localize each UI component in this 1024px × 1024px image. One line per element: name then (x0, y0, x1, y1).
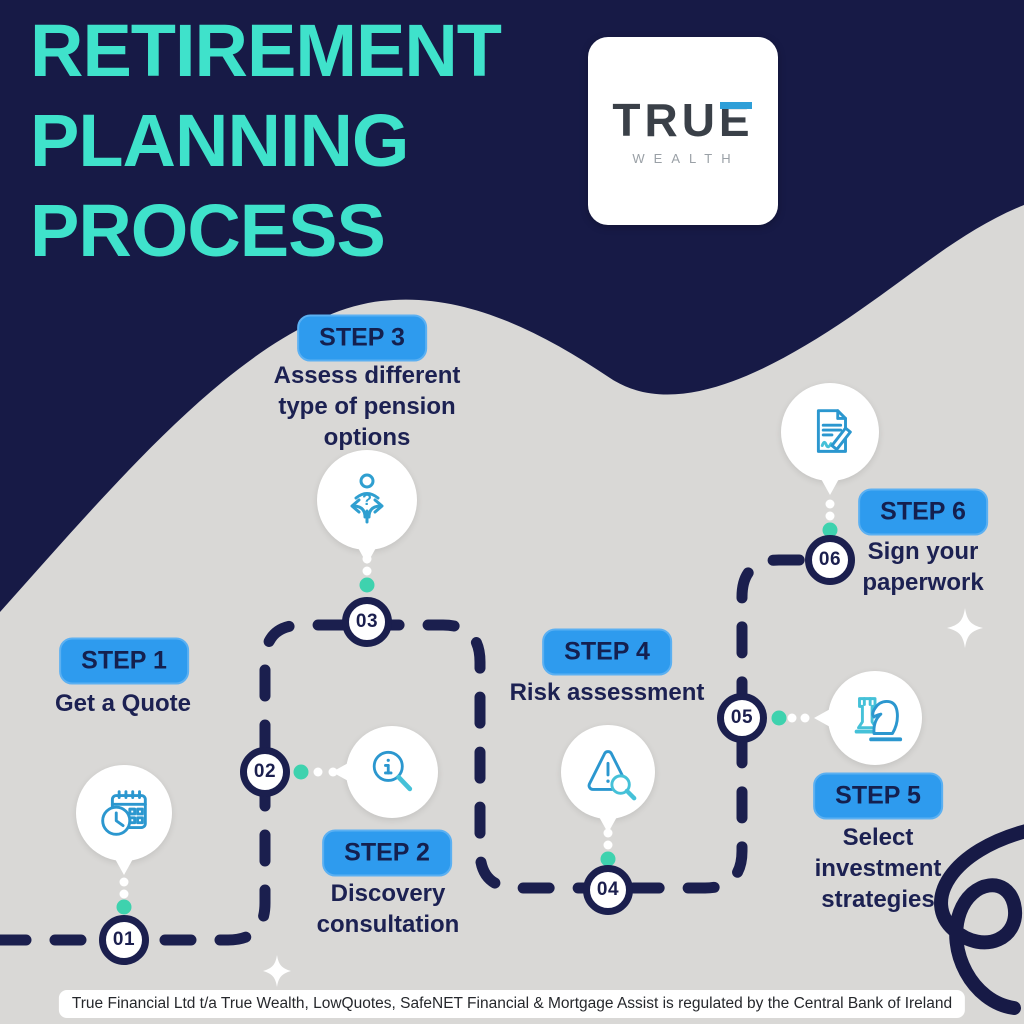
brand-logo-e-accent: E (718, 93, 754, 146)
step-1-icon-bubble (76, 765, 172, 875)
step-6-bubble-tail (820, 477, 840, 495)
step-2-icon-bubble (332, 726, 438, 818)
step-2-badge: STEP 2 (322, 829, 452, 877)
step-2-node: 02 (240, 747, 290, 797)
step-1-bubble-tail (114, 857, 134, 875)
step-3-node-number: 03 (355, 611, 379, 632)
brand-logo-tru: TRU (612, 93, 719, 146)
chess-strategy-icon (854, 697, 903, 742)
step-4-node-number: 04 (596, 879, 620, 900)
page-title-line-3: PROCESS (30, 189, 386, 272)
step-3-label: Assess different type of pension options (273, 362, 461, 451)
step-5-node: 05 (717, 693, 767, 743)
step-2-label: Discovery consultation (316, 880, 460, 938)
sparkle-icon (947, 608, 983, 648)
step-5-node-number: 05 (730, 707, 754, 728)
step-4-icon-bubble (561, 725, 655, 833)
step-1-label: Get a Quote (54, 690, 192, 717)
step-6-label: Sign your paperwork (862, 538, 984, 596)
step-6-icon-bubble (781, 383, 879, 495)
step-6-badge: STEP 6 (858, 488, 988, 536)
step-4-bubble-tail (598, 815, 618, 833)
step-3-icon-bubble: ? (317, 450, 417, 564)
step-3-node: 03 (342, 597, 392, 647)
page-title-line-1: RETIREMENT (30, 9, 502, 92)
step-3-badge: STEP 3 (297, 314, 427, 362)
step-2-bubble-tail (332, 762, 350, 782)
step-1-badge: STEP 1 (59, 637, 189, 685)
sign-paperwork-icon (816, 409, 852, 453)
risk-alert-magnifier-icon (587, 750, 637, 801)
connector-dots-step-5 (771, 710, 810, 726)
step-5-bubble-tail (814, 708, 832, 728)
step-5-badge: STEP 5 (813, 772, 943, 820)
step-6-node-number: 06 (818, 549, 842, 570)
step-5-label: Select investment strategies (814, 824, 942, 913)
regulatory-disclaimer: True Financial Ltd t/a True Wealth, LowQ… (58, 990, 966, 1018)
step-4-label: Risk assessment (509, 679, 705, 706)
process-route-path (0, 554, 834, 946)
svg-text:?: ? (362, 492, 372, 509)
step-4-node: 04 (583, 865, 633, 915)
step-3-bubble-tail (357, 546, 377, 564)
decision-paths-icon: ? (350, 473, 384, 524)
connector-dots-step-1 (116, 877, 132, 915)
step-5-icon-bubble (814, 671, 922, 765)
calendar-clock-icon (101, 790, 147, 836)
brand-logo-wordmark: TRUE (612, 97, 753, 143)
brand-logo-subtitle: WEALTH (632, 150, 740, 166)
step-1-node: 01 (99, 915, 149, 965)
page-title-line-2: PLANNING (30, 99, 409, 182)
step-6-node: 06 (805, 535, 855, 585)
squiggle-decoration (934, 824, 1024, 1015)
info-magnifier-icon (372, 750, 413, 792)
step-2-node-number: 02 (253, 761, 277, 782)
page-title: RETIREMENT PLANNING PROCESS (30, 6, 502, 276)
connector-dots-step-6 (822, 499, 838, 538)
brand-logo: TRUE WEALTH (588, 37, 778, 225)
step-1-node-number: 01 (112, 929, 136, 950)
step-4-badge: STEP 4 (542, 628, 672, 676)
sparkle-icon (263, 955, 291, 987)
